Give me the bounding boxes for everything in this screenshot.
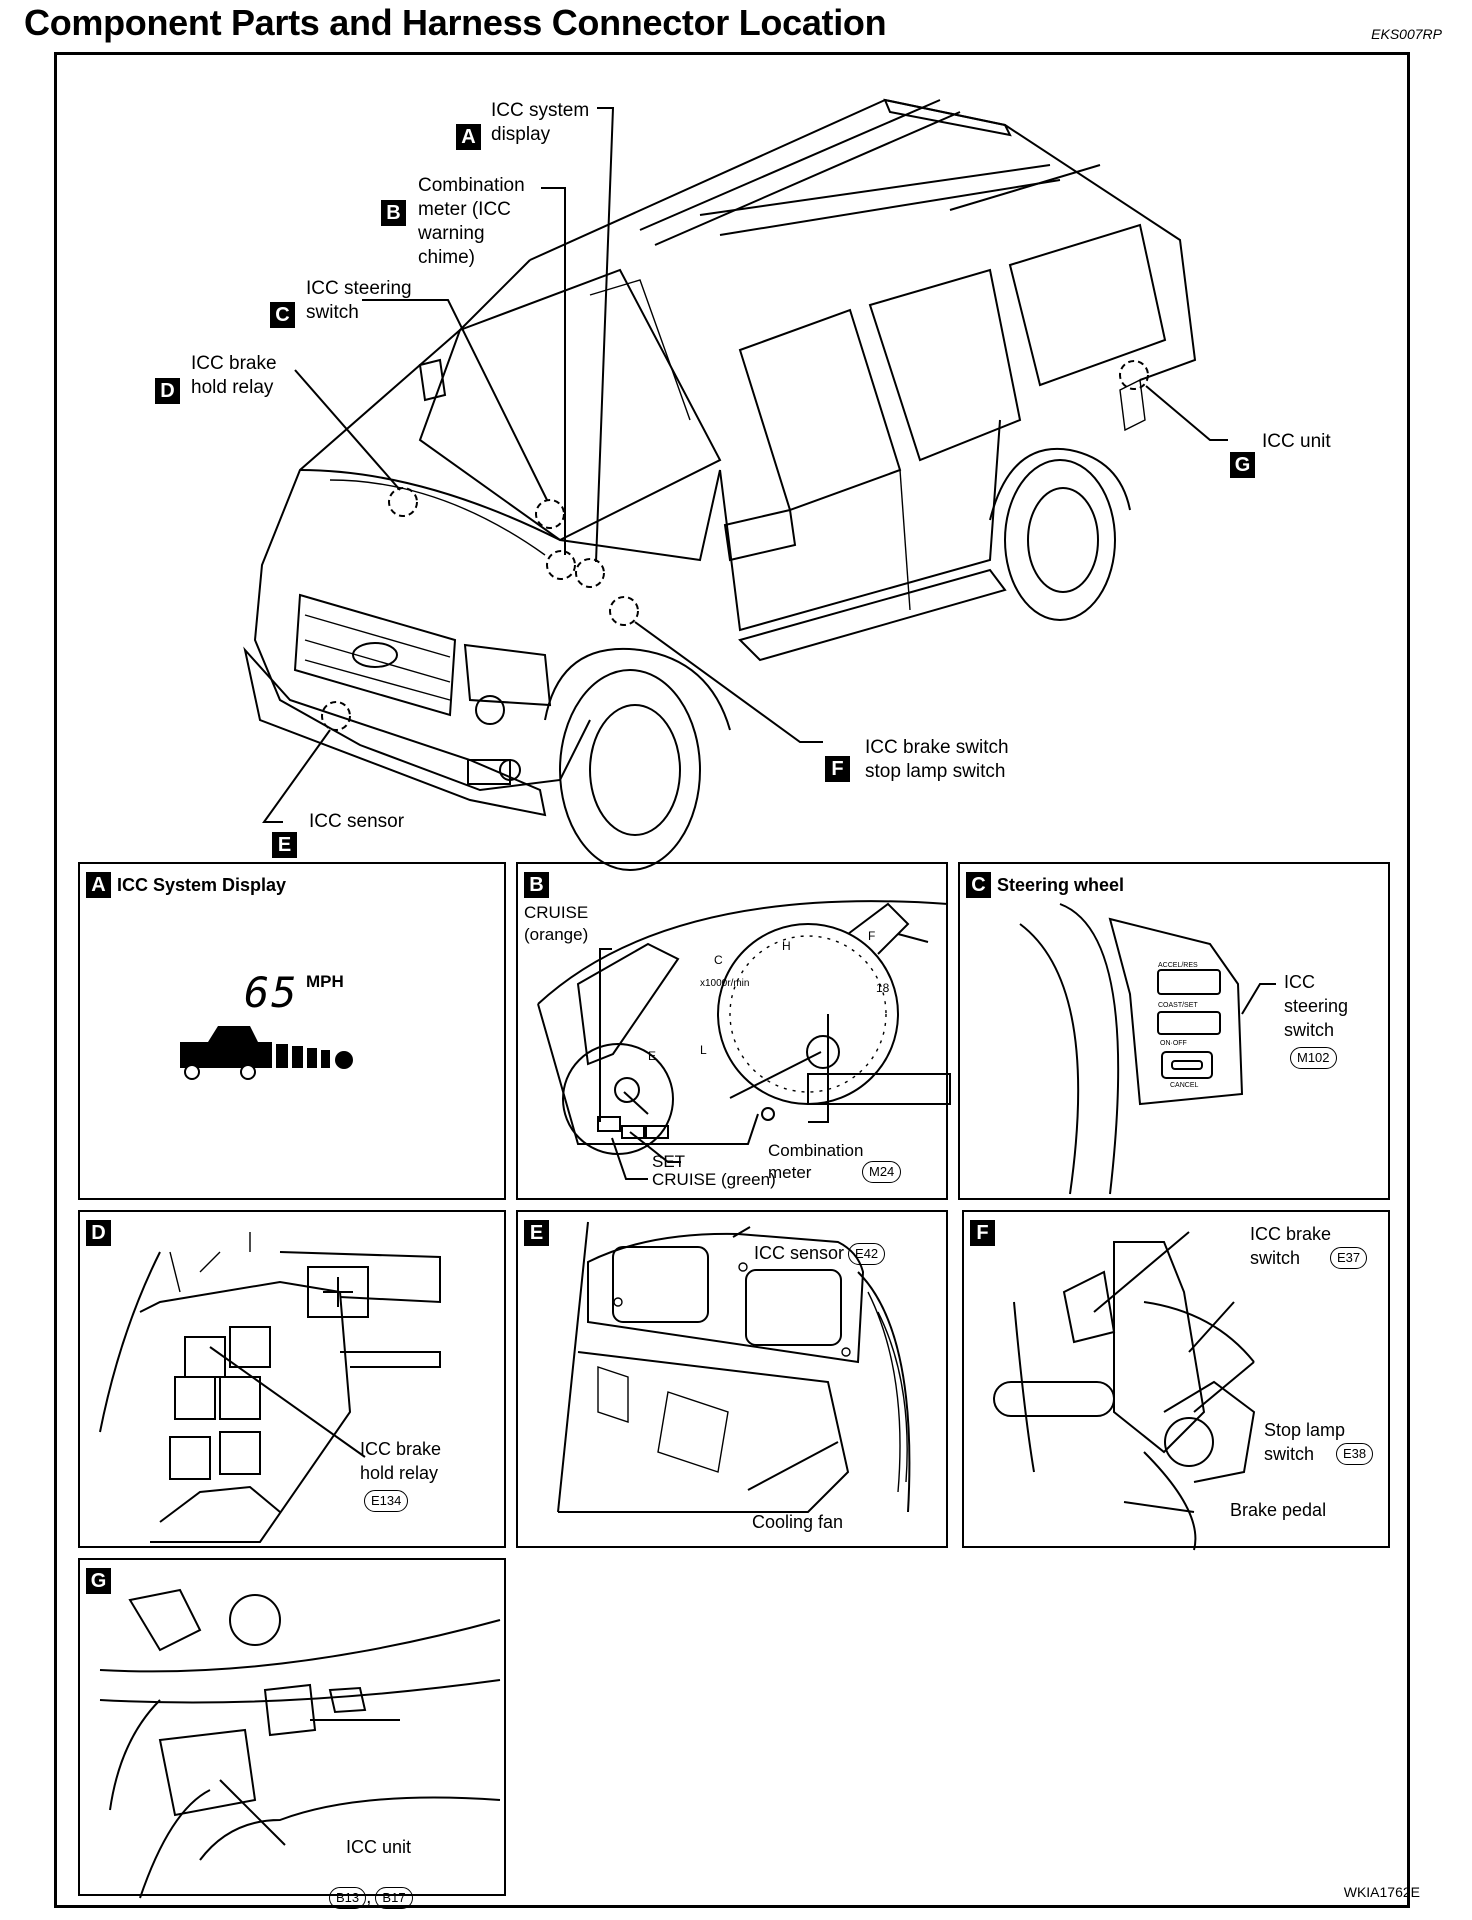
front-bumper-drawing (557, 1221, 911, 1513)
callout-c: C (270, 278, 295, 328)
steering-switch-drawing (1019, 903, 1276, 1195)
icc-unit-label: ICC unit (346, 1837, 412, 1857)
gauge-f-label: F (868, 929, 876, 943)
callout-d-label: ICC brake hold relay (191, 353, 277, 398)
panel-a-title: ICC System Display (117, 874, 287, 895)
connector-e37: E37 (1330, 1246, 1368, 1269)
vehicle-overview-drawing (243, 98, 1228, 871)
callout-a: A (456, 100, 481, 150)
pedal-assembly-drawing (993, 1231, 1256, 1551)
gauge-18-label: 18 (876, 981, 890, 995)
panel-d-badge: D (86, 1220, 111, 1246)
vehicle-distance-icon (180, 1026, 353, 1080)
icc-sensor-label: ICC sensor (754, 1243, 845, 1263)
callout-g-label: ICC unit (1262, 431, 1331, 452)
panel-a-icc-system-display: A ICC System Display 65 MPH (78, 862, 506, 1200)
gauge-l-label: L (700, 1043, 707, 1057)
callout-e-label: ICC sensor (309, 811, 405, 832)
connector-e38: E38 (1336, 1442, 1374, 1465)
icc-unit-drawing (99, 1588, 501, 1899)
callout-b: B (381, 176, 406, 226)
combination-meter-label: Combination meter (768, 1140, 863, 1184)
btn-coast-set: COAST/SET (1158, 1002, 1198, 1009)
btn-cancel: CANCEL (1170, 1082, 1199, 1089)
panel-a-badge: A (86, 872, 111, 898)
panel-f-brake-stop-lamp-switch: F ICC brake switch E37 Stop lamp switch … (962, 1210, 1390, 1551)
panel-g-badge: G (86, 1568, 111, 1594)
panel-g-icc-unit: G ICC unit B13,B17 (78, 1558, 506, 1909)
connector-b17: B17 (375, 1886, 413, 1909)
document-code: EKS007RP (1371, 26, 1442, 42)
stop-lamp-switch-label: Stop lamp switch (1264, 1420, 1346, 1464)
callout-g: G (1230, 428, 1255, 478)
callout-d-badge: D (155, 378, 180, 404)
icc-brake-switch-label: ICC brake switch (1250, 1224, 1332, 1268)
callout-g-badge: G (1230, 452, 1255, 478)
panel-b-combination-meter: B CRUISE (orange) x1000r/min H C L E F 1… (516, 862, 951, 1200)
callout-b-badge: B (381, 200, 406, 226)
connector-b13: B13 (329, 1886, 367, 1909)
callout-a-label: ICC system display (491, 100, 590, 145)
tach-scale-label: x1000r/min (700, 978, 750, 989)
gauge-c-label: C (714, 953, 723, 967)
temp-h-label: H (782, 939, 791, 953)
page-title: Component Parts and Harness Connector Lo… (24, 2, 887, 43)
callout-f-label: ICC brake switch stop lamp switch (865, 737, 1009, 782)
connector-separator: , (366, 1887, 372, 1908)
panel-c-steering-wheel: C Steering wheel ACCEL/RES COAST/SET ON·O… (958, 862, 1390, 1200)
callout-d: D (155, 354, 180, 404)
set-label: SET (652, 1152, 686, 1171)
icc-steering-switch-label: ICC steering switch (1284, 972, 1349, 1040)
callout-c-badge: C (270, 302, 295, 328)
connector-m102: M102 (1290, 1046, 1337, 1069)
combination-meter-text: Combination meter (768, 1141, 864, 1182)
callout-f: F (825, 732, 850, 782)
connector-e134: E134 (364, 1489, 409, 1512)
cruise-orange-label: CRUISE (orange) (524, 903, 589, 944)
callout-e-badge: E (272, 832, 297, 858)
connector-e42: E42 (848, 1243, 886, 1266)
cruise-green-label: CRUISE (green) (652, 1170, 776, 1189)
panel-d-brake-hold-relay: D ICC brake hold relay E134 (78, 1210, 506, 1548)
callout-f-badge: F (825, 756, 850, 782)
speed-readout: 65 (244, 968, 299, 1017)
figure-id: WKIA1762E (1343, 1884, 1420, 1900)
callout-a-badge: A (456, 124, 481, 150)
location-markers (321, 360, 1149, 731)
callout-b-label: Combination meter (ICC warning chime) (418, 175, 525, 268)
meter-cluster-drawing (537, 900, 951, 1180)
btn-on-off: ON·OFF (1160, 1040, 1187, 1047)
panel-c-title: Steering wheel (997, 874, 1125, 895)
icc-brake-hold-relay-label: ICC brake hold relay (360, 1439, 442, 1483)
panel-c-badge: C (966, 872, 991, 898)
diagram-frame (54, 52, 1410, 1908)
panel-e-badge: E (524, 1220, 549, 1246)
callout-e: E (272, 808, 297, 858)
btn-accel-res: ACCEL/RES (1158, 962, 1198, 969)
callout-c-label: ICC steering switch (306, 278, 412, 323)
panel-f-badge: F (970, 1220, 995, 1246)
cooling-fan-label: Cooling fan (752, 1512, 844, 1532)
gauge-e-label: E (648, 1049, 657, 1063)
connector-m24: M24 (862, 1160, 902, 1183)
panel-b-badge: B (524, 872, 549, 898)
relay-box-drawing (99, 1232, 441, 1543)
brake-pedal-label: Brake pedal (1230, 1500, 1327, 1520)
speed-unit: MPH (306, 972, 344, 991)
